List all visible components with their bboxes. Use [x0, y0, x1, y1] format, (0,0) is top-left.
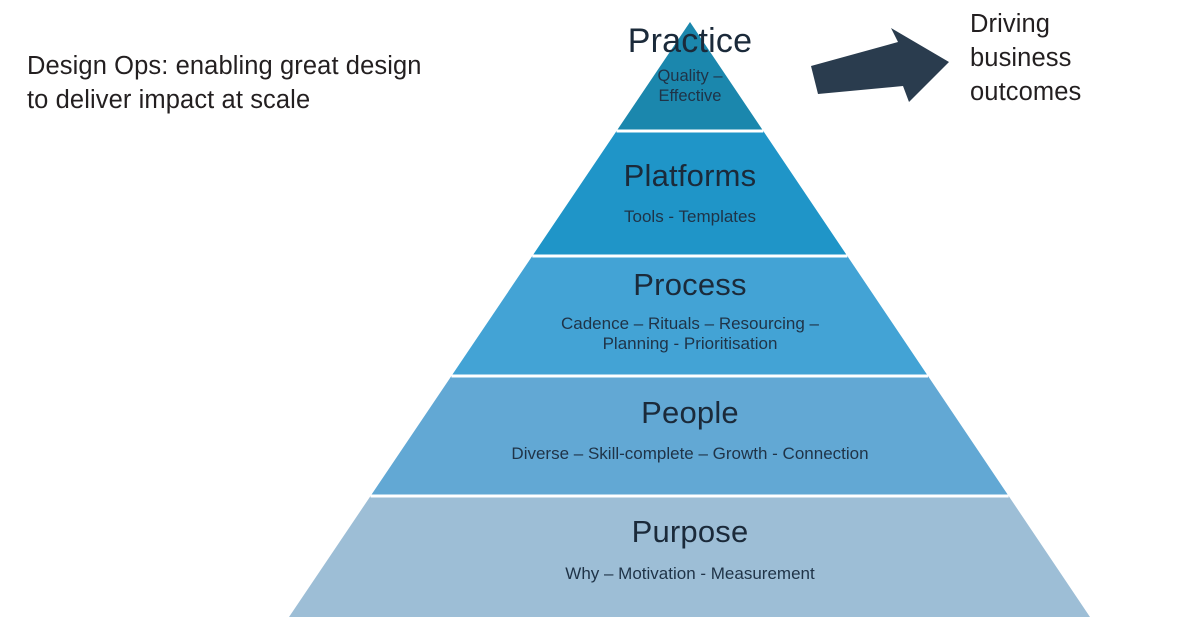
arrow-shape — [811, 28, 949, 102]
outcome-caption: Driving business outcomes — [970, 10, 1082, 106]
pyramid-tier-practice[interactable] — [616, 22, 764, 131]
pyramid-tier-purpose[interactable] — [289, 496, 1090, 617]
right-arrow-icon — [811, 28, 949, 102]
intro-caption: Design Ops: enabling great design to del… — [27, 52, 422, 114]
pyramid-tier-people[interactable] — [370, 376, 1009, 496]
pyramid-tier-platforms[interactable] — [532, 131, 848, 256]
pyramid-tier-process[interactable] — [451, 256, 928, 376]
pyramid-tiers — [289, 22, 1090, 617]
pyramid-tier-separators — [370, 129, 1009, 498]
